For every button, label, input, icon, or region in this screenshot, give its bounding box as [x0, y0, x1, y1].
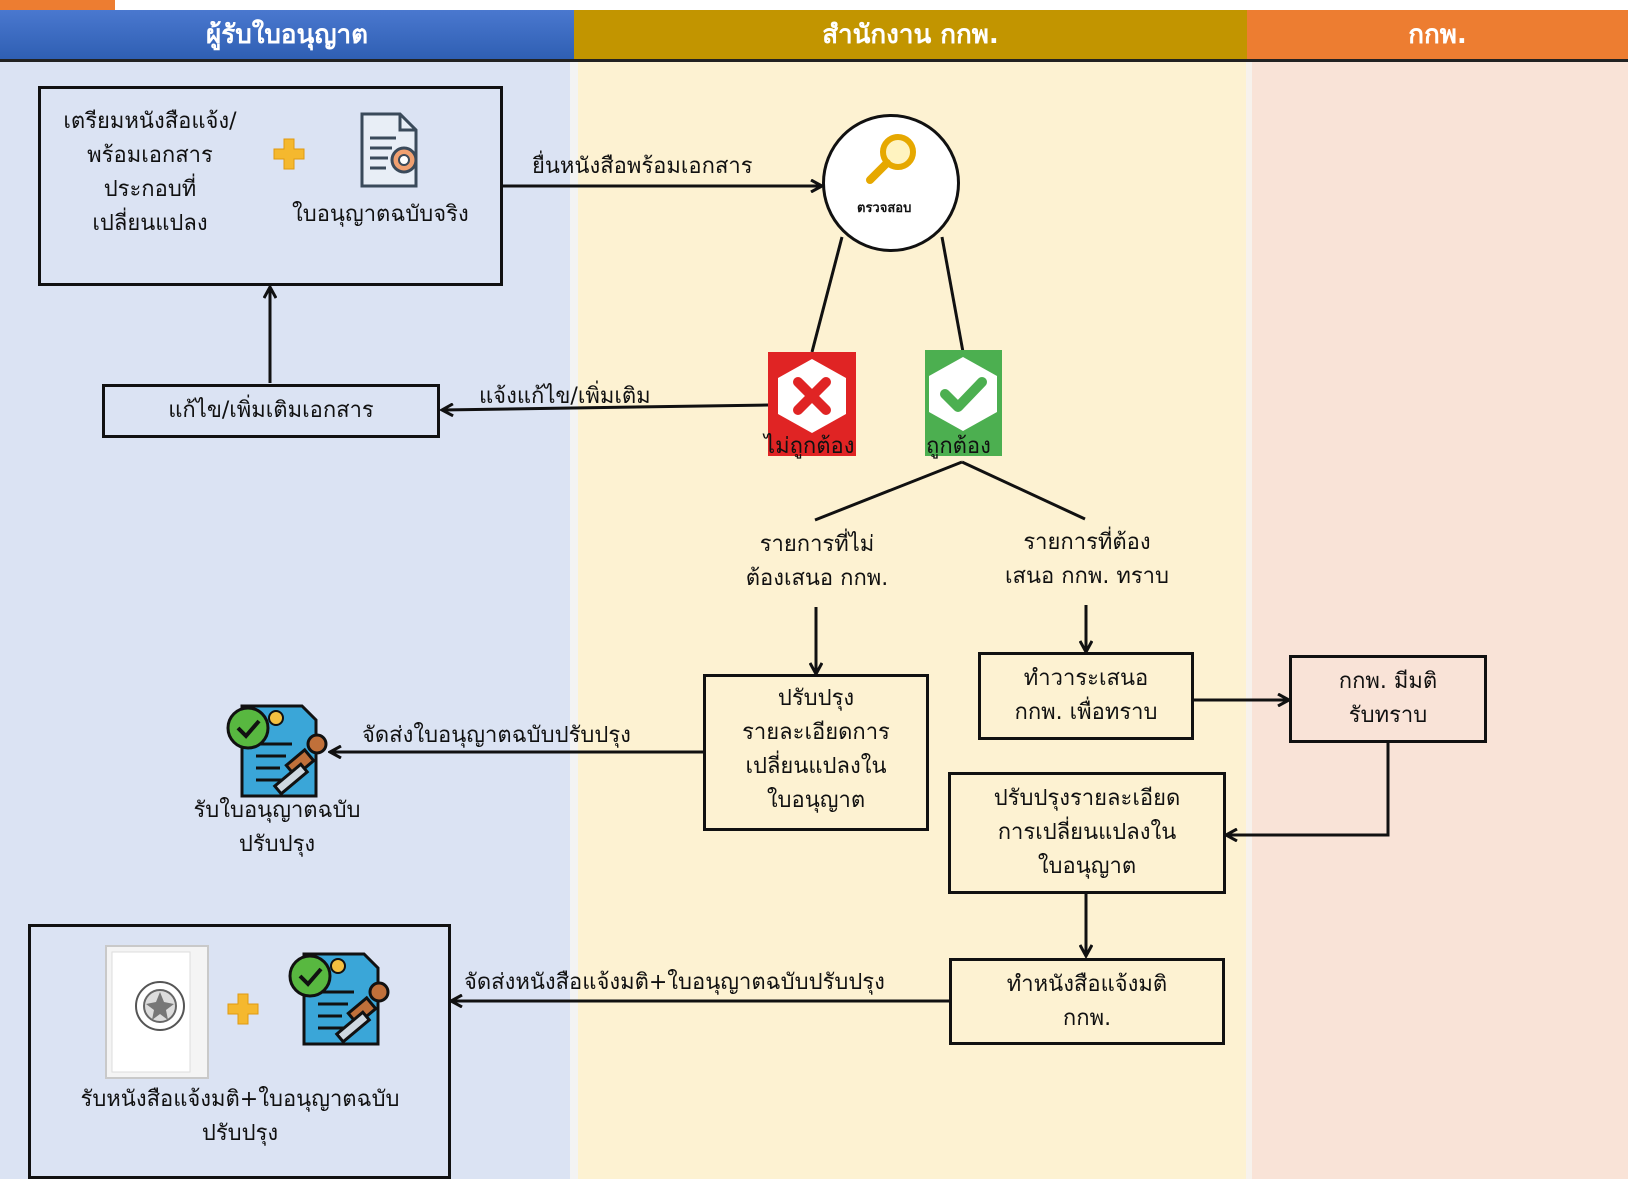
plus-icon: [272, 137, 306, 175]
check-label: ตรวจสอบ: [857, 201, 912, 216]
edge-to-incorrect: [810, 236, 844, 353]
original-license-label: ใบอนุญาตฉบับจริง: [292, 202, 469, 227]
prepare-docs-box: [38, 86, 503, 286]
receive-final-text: รับหนังสือแจ้งมติ+ใบอนุญาตฉบับ ปรับปรุง: [80, 1087, 400, 1146]
update-details-b-text: ปรับปรุงรายละเอียด การเปลี่ยนแปลงใน ใบอน…: [993, 786, 1181, 879]
corner-accent: [0, 0, 115, 10]
edge-send-updated-label: จัดส่งใบอนุญาตฉบับปรับปรุง: [362, 723, 631, 748]
edge-split-left: [814, 460, 963, 522]
lane-header-commission: กกพ.: [1247, 10, 1628, 62]
update-details-a-box: [703, 674, 929, 831]
magnifier-icon: [862, 132, 922, 190]
not-propose-text: รายการที่ไม่ ต้องเสนอ กกพ.: [745, 532, 889, 591]
notify-letter-text: ทำหนังสือแจ้งมติ กกพ.: [1006, 972, 1168, 1031]
edge-notify-fix-label: แจ้งแก้ไข/เพิ่มเติม: [479, 384, 651, 409]
official-letter-seal-icon: [104, 944, 210, 1084]
check-hexagon-icon: [925, 354, 1002, 438]
document-certificate-icon: [356, 110, 426, 194]
propose-text: รายการที่ต้อง เสนอ กกพ. ทราบ: [1005, 530, 1169, 589]
receive-final-box: [28, 924, 451, 1179]
lane-licensee: [0, 62, 572, 1179]
agenda-text: ทำวาระเสนอ กกพ. เพื่อทราบ: [1014, 666, 1158, 725]
lane-commission: [1247, 62, 1628, 1179]
lane-divider: [1246, 62, 1252, 1179]
edge-notify-fix: [442, 405, 769, 410]
edge-send-final-label: จัดส่งหนังสือแจ้งมติ+ใบอนุญาตฉบับปรับปรุ…: [464, 970, 885, 995]
correct-label: ถูกต้อง: [926, 434, 991, 459]
prepare-docs-text: เตรียมหนังสือแจ้ง/ พร้อมเอกสาร ประกอบที่…: [63, 109, 237, 236]
edge-split-right: [961, 460, 1086, 521]
agenda-box: [978, 652, 1194, 740]
plus-icon: [226, 992, 260, 1030]
update-details-b-box: [948, 772, 1226, 894]
edge-submit-label: ยื่นหนังสือพร้อมเอกสาร: [532, 154, 753, 179]
lane-divider: [570, 62, 578, 1179]
fix-docs-box: แก้ไข/เพิ่มเติมเอกสาร: [102, 384, 440, 438]
edge-ack-to-update-b: [1226, 742, 1390, 835]
lane-header-office: สำนักงาน กกพ.: [574, 10, 1247, 62]
lane-header-licensee: ผู้รับใบอนุญาต: [0, 10, 574, 62]
edge-to-correct: [940, 236, 965, 353]
approved-document-stamp-icon: [284, 948, 394, 1052]
approved-document-stamp-icon: [222, 700, 332, 804]
commission-ack-box: [1289, 655, 1487, 743]
commission-ack-text: กกพ. มีมติ รับทราบ: [1338, 669, 1438, 728]
notify-letter-box: [949, 958, 1225, 1045]
cross-hexagon-icon: [773, 356, 851, 440]
receive-updated-text: รับใบอนุญาตฉบับ ปรับปรุง: [193, 798, 361, 857]
update-details-a-text: ปรับปรุง รายละเอียดการ เปลี่ยนแปลงใน ใบอ…: [742, 686, 890, 813]
incorrect-label: ไม่ถูกต้อง: [764, 434, 855, 459]
